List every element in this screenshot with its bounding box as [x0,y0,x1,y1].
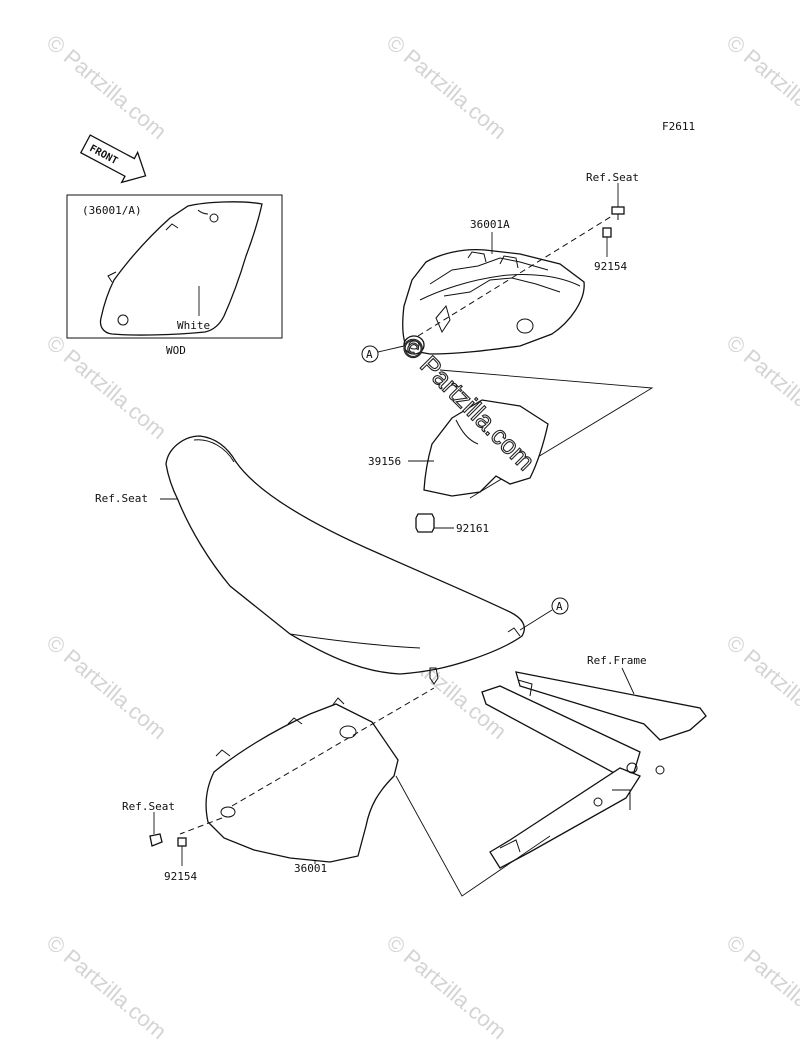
seat-illustration [165,435,525,675]
seat-edge [289,633,421,649]
watermark: © Partzilla.com [42,630,172,744]
label-92154-top: 92154 [594,260,627,273]
marker-a-circle [361,345,379,363]
seat [165,435,525,685]
cover-tab [215,749,231,757]
watermark: © Partzilla.com [42,930,172,1044]
front-arrow: FRONT [79,134,147,184]
frame-bolt-hole [593,797,603,807]
cover-tab [467,251,487,263]
bolt-bottom [149,812,163,847]
inset-box: (36001/A) White [66,194,283,339]
cover-grommet [220,806,236,818]
seat-edge [193,439,235,463]
inset-grommet [209,213,219,223]
grommet-hole [408,340,420,350]
label-ref-seat-top: Ref.Seat [586,171,639,184]
cover-grommet [516,318,534,334]
group-bracket [395,775,551,897]
label-36001a: 36001A [470,218,510,231]
watermark-layer: © Partzilla.com © Partzilla.com © Partzi… [42,30,800,1044]
watermark: © Partzilla.com [722,330,800,444]
subframe-diagonal [489,767,641,869]
frame-mount [499,839,521,853]
shield-crease [455,419,479,445]
bolt-path [417,215,613,337]
watermark: © Partzilla.com [382,930,512,1044]
subframe-upper-rail [515,671,707,741]
inset-tab [165,223,179,231]
cover-ridge [429,257,549,285]
label-ref-seat-bottom: Ref.Seat [122,800,175,813]
label-92161: 92161 [456,522,489,535]
cover-ridge [443,277,561,297]
inset-color-note: White [177,319,210,332]
frame-bolt-hole [626,762,638,774]
label-36001: 36001 [294,862,327,875]
inset-tab [107,271,117,283]
label-ref-seat-left: Ref.Seat [95,492,148,505]
marker-a-bottom: A [556,600,563,613]
collar-icon [177,837,187,847]
bolt-head [611,206,625,215]
inset-header: (36001/A) [82,204,142,217]
watermark: © Partzilla.com [382,30,512,144]
marker-a-top: A [366,348,373,361]
leader [519,609,553,631]
cover-ridge [419,274,581,301]
subframe [481,671,707,869]
seat-hook [507,627,521,637]
bolt-head [149,833,163,847]
collar-bottom [177,837,187,866]
frame-mount [517,679,533,697]
inset-caption: WOD [166,344,186,357]
watermark: © Partzilla.com [42,330,172,444]
inset-frame [66,194,283,339]
collar-icon [602,227,612,238]
seat-bracket [429,667,439,685]
label-92154-bottom: 92154 [164,870,197,883]
collar-top [602,227,612,257]
frame-bolt-hole [655,765,665,775]
side-cover-36001a-illustration [402,248,585,355]
cover-tab [331,697,345,707]
shield-39156 [423,399,549,497]
cover-clip [435,304,451,334]
shield-39156-illustration [423,399,549,497]
label-39156: 39156 [368,455,401,468]
cover-tab [287,717,303,725]
leader [621,667,635,695]
watermark: © Partzilla.com [42,30,172,144]
marker-a-circle [551,597,569,615]
leader [377,345,405,353]
cover-tab [499,255,519,269]
side-cover-36001-illustration [205,703,399,863]
watermark: © Partzilla.com [722,630,800,744]
label-ref-frame: Ref.Frame [587,654,647,667]
subframe-lower-rail [481,685,641,775]
grommet [403,335,425,355]
front-arrow-icon [79,134,147,184]
inset-grommet [117,314,129,326]
watermark: © Partzilla.com [722,930,800,1044]
side-cover-variant-illustration [99,201,263,336]
side-cover-36001a [402,215,613,355]
damper-92161 [415,513,454,533]
bolt-path [179,817,223,835]
inset-edge [197,209,209,215]
damper-icon [415,513,435,533]
watermark: © Partzilla.com [722,30,800,144]
frame-mount [612,789,631,810]
side-cover-36001 [179,687,435,863]
bolt-top [611,183,625,220]
diagram-code: F2611 [662,120,695,133]
bolt-path [231,687,435,807]
